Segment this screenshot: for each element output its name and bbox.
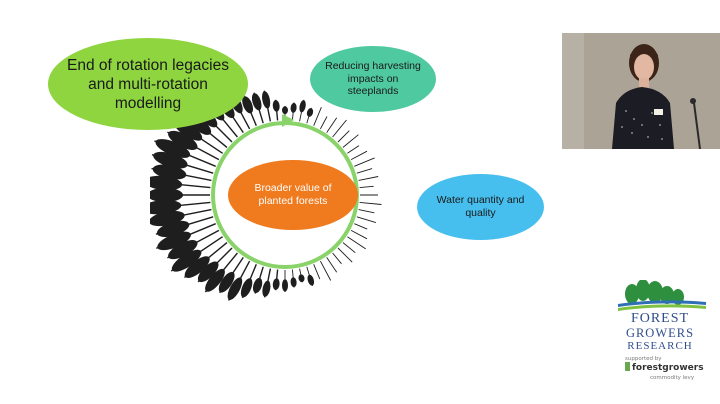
logo-line-research: RESEARCH [627,340,693,352]
tree-trunk [337,130,350,143]
tree-crown [150,199,182,215]
forest-logo-icon [618,280,706,311]
bubble-end-of-rotation: End of rotation legacies and multi-rotat… [48,38,248,130]
tree-crown [282,106,288,115]
tree-crown [157,231,191,251]
tree-trunk [350,230,368,240]
tree-crown [299,100,306,113]
tree-trunk [354,223,368,230]
logo-line-forest: FOREST [630,311,690,326]
forestgrowers-mark-icon [625,362,630,371]
tree-crown [150,210,185,227]
tree-crown [197,261,219,283]
bubble-end-of-rotation-label: End of rotation legacies and multi-rotat… [67,56,229,112]
tree-crown [262,280,271,297]
logo-line-growers: GROWERS [625,326,695,340]
speaker-figure [562,33,720,149]
tree-trunk [359,185,374,189]
tree-trunk [326,257,338,273]
tree-crown [218,271,235,293]
tree-trunk [342,134,359,148]
tree-trunk [332,252,342,265]
tree-trunk [313,107,322,126]
commodity-levy-text: commodity levy [650,375,695,381]
tree-crown [240,278,253,298]
tree-trunk [337,247,353,263]
tree-crown [272,100,280,112]
tree-crown [306,108,314,117]
tree-trunk [358,209,375,214]
tree-crown [184,256,210,278]
tree-crown [168,240,198,260]
bubble-water-quality: Water quantity and quality [417,174,544,240]
tree-trunk [320,116,328,130]
tree-crown [168,130,198,150]
tree-trunk [332,119,347,138]
tree-trunk [342,242,356,254]
tree-crown [153,151,188,169]
bubble-harvesting-impacts-label: Reducing harvesting impacts on steepland… [325,60,421,98]
forest-growers-research-logo: FOREST GROWERS RESEARCH supported by for… [610,280,710,390]
tree-crown [298,274,305,283]
tree-trunk [350,150,368,160]
bubble-broader-value: Broader value of planted forests [228,160,358,230]
bubble-harvesting-impacts: Reducing harvesting impacts on steepland… [310,46,436,112]
forestgrowers-brand-text: forestgrowers [632,363,704,373]
bubble-water-quality-label: Water quantity and quality [436,194,525,219]
tree-crown [272,278,280,290]
tree-crown [150,188,184,202]
tree-trunk [356,168,373,174]
tree-crown [155,139,191,158]
tree-crown [242,96,254,114]
tree-crown [290,277,297,288]
tree-trunk [358,176,379,181]
tree-trunk [347,236,366,250]
tree-crown [227,277,243,300]
tree-crown [251,93,262,111]
tree-trunk [326,117,338,133]
tree-crown [307,274,315,286]
tree-trunk [313,264,321,280]
tree-crown [282,279,288,292]
tree-trunk [347,145,360,154]
speaker-video [562,33,720,149]
bubble-broader-value-label: Broader value of planted forests [254,182,332,207]
tree-crown [290,102,297,113]
tree-crown [261,91,271,109]
supported-by-text: supported by [625,356,662,362]
forestgrowers-brand: forestgrowers [625,362,704,373]
tree-trunk [359,201,382,205]
tree-trunk [354,157,375,167]
ring-arrow-icon [282,114,294,127]
tree-trunk [356,216,377,224]
tree-crown [171,249,202,272]
tree-trunk [320,260,332,281]
tree-crown [205,268,225,292]
tree-crown [252,277,263,294]
